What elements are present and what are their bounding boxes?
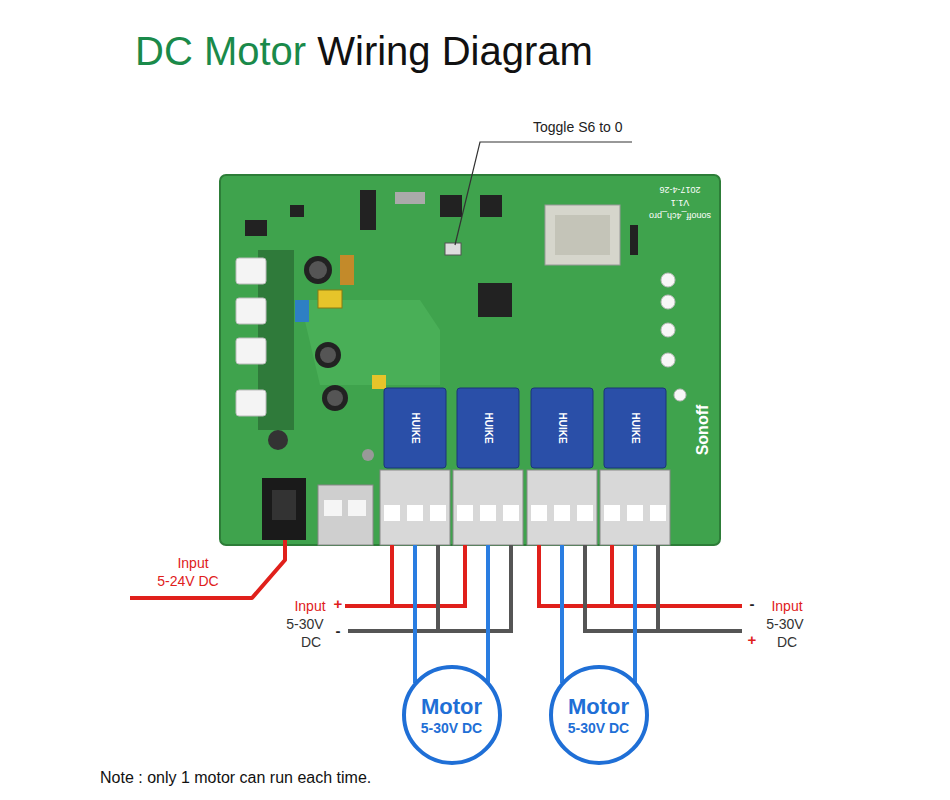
motor-rating: 5-30V DC bbox=[568, 720, 629, 736]
diagram-title: DC Motor Wiring Diagram bbox=[135, 28, 593, 74]
board-marking: V1.1 bbox=[671, 198, 690, 208]
motor-title: Motor bbox=[421, 694, 482, 719]
power-label: DC bbox=[777, 634, 797, 650]
relays bbox=[384, 388, 666, 468]
leader-line bbox=[455, 142, 632, 245]
note-text: Note : only 1 motor can run each time. bbox=[100, 769, 371, 787]
motor-title: Motor bbox=[568, 694, 629, 719]
side-buttons bbox=[236, 250, 294, 430]
leds bbox=[661, 273, 686, 401]
polarity-sign: + bbox=[334, 595, 343, 612]
power-label: Input bbox=[177, 555, 208, 571]
polarity-sign: - bbox=[750, 595, 755, 612]
callout-text: Toggle S6 to 0 bbox=[533, 119, 623, 135]
dc-jack bbox=[262, 478, 306, 540]
pcb-board bbox=[220, 175, 720, 545]
voltage-label: 5-30V bbox=[286, 616, 323, 632]
terminal-blocks bbox=[318, 470, 670, 545]
power-label: Input bbox=[771, 598, 802, 614]
pcb-trace-area bbox=[300, 300, 440, 385]
motor-circle: Motor5-30V DC bbox=[549, 665, 649, 765]
relay-marking: HUIKE bbox=[482, 412, 494, 443]
relay-marking: HUIKE bbox=[556, 412, 568, 443]
motor-circle: Motor5-30V DC bbox=[402, 665, 502, 765]
power-label: Input bbox=[294, 598, 325, 614]
voltage-label: 5-30V bbox=[766, 616, 803, 632]
relay-marking: HUIKE bbox=[629, 412, 641, 443]
brand-mark: Sonoff bbox=[694, 405, 712, 456]
relay-marking: HUIKE bbox=[409, 412, 421, 443]
board-marking: sonoff_4ch_pro bbox=[649, 211, 711, 221]
polarity-sign: - bbox=[336, 622, 341, 639]
motor-rating: 5-30V DC bbox=[421, 720, 482, 736]
switch-s6 bbox=[445, 243, 461, 255]
wires bbox=[130, 540, 742, 683]
power-label: DC bbox=[301, 634, 321, 650]
board-marking: 2017-4-26 bbox=[659, 185, 700, 195]
polarity-sign: + bbox=[748, 631, 757, 648]
power-label: 5-24V DC bbox=[157, 573, 218, 589]
